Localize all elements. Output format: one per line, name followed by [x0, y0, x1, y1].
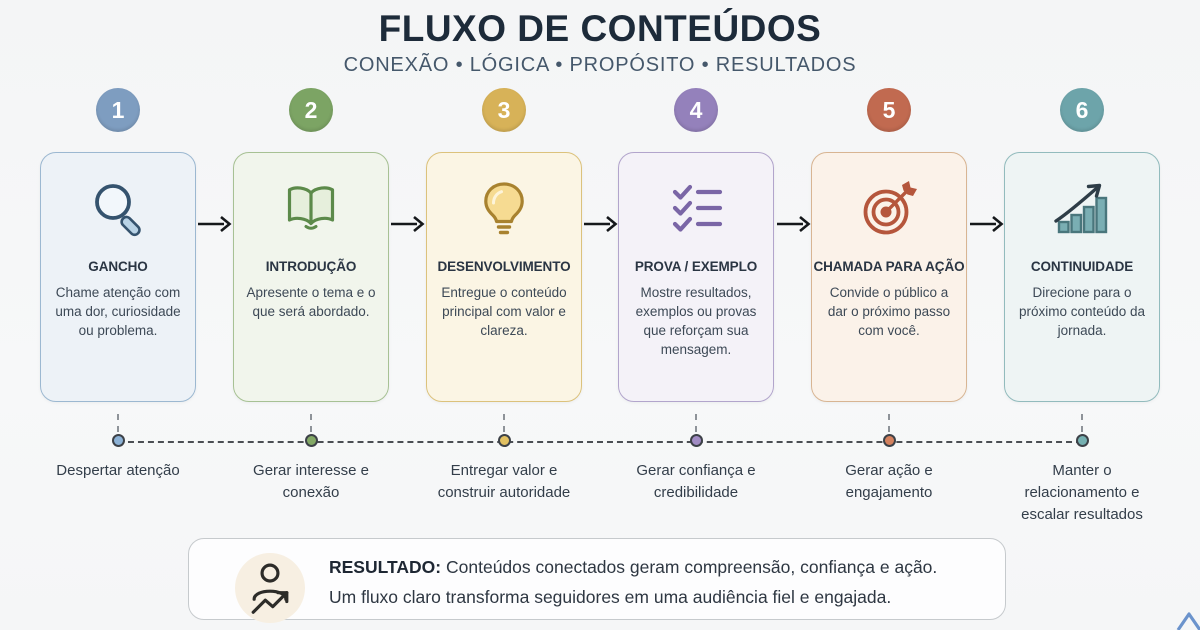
- magnifier-icon: [95, 184, 141, 237]
- step-title: INTRODUÇÃO: [265, 259, 357, 274]
- step-title: DESENVOLVIMENTO: [437, 259, 571, 274]
- open-book-icon: [287, 186, 335, 230]
- step-number-badge: 1: [96, 88, 140, 132]
- step-title: CONTINUIDADE: [1030, 259, 1134, 274]
- step-number-badge: 6: [1060, 88, 1104, 132]
- lightbulb-icon: [484, 182, 524, 235]
- growth-chart-icon: [1054, 183, 1108, 234]
- step-title: PROVA / EXEMPLO: [634, 259, 758, 274]
- step-column-desenvolvimento: 3 DESENVOLVIMENTO Entregue o conteúdo pr…: [426, 88, 582, 504]
- step-number-badge: 4: [674, 88, 718, 132]
- step-number-badge: 5: [867, 88, 911, 132]
- result-text: RESULTADO: Conteúdos conectados geram co…: [329, 552, 989, 612]
- page-subtitle: CONEXÃO • LÓGICA • PROPÓSITO • RESULTADO…: [343, 54, 857, 76]
- timeline-dot: [1075, 434, 1089, 447]
- target-icon: [863, 181, 917, 235]
- timeline-connector: [503, 414, 505, 432]
- flow-arrow-icon: [970, 215, 1004, 233]
- step-number-badge: 3: [482, 88, 526, 132]
- timeline-dot: [497, 434, 511, 447]
- watermark-caret-icon: [1176, 612, 1200, 630]
- timeline-connector: [117, 414, 119, 432]
- outcome-label: Gerar ação e engajamento: [845, 462, 933, 501]
- step-column-continuidade: 6 CONTINUIDADE Direcione para o próximo …: [1004, 88, 1160, 525]
- flow-arrow-icon: [584, 215, 618, 233]
- step-column-prova: 4 PROVA / EXEMPLO Mostre resultados, exe…: [618, 88, 774, 504]
- page-title: FLUXO DE CONTEÚDOS: [378, 8, 822, 49]
- step-description: Convide o público a dar o próximo passo …: [827, 285, 951, 339]
- timeline-dot: [304, 434, 318, 447]
- step-description: Direcione para o próximo conteúdo da jor…: [1018, 285, 1146, 339]
- step-description: Chame atenção com uma dor, curiosidade o…: [55, 285, 181, 339]
- outcome-label: Despertar atenção: [56, 462, 180, 479]
- result-line2: Um fluxo claro transforma seguidores em …: [329, 587, 892, 607]
- step-column-introducao: 2 INTRODUÇÃO Apresente o tema e o que se…: [233, 88, 389, 504]
- result-label: RESULTADO:: [329, 557, 442, 577]
- flow-arrow-icon: [777, 215, 811, 233]
- timeline-line: [118, 441, 1082, 443]
- outcome-label: Manter o relacionamento e escalar result…: [1021, 462, 1143, 523]
- result-icon-badge: [235, 553, 305, 623]
- timeline-connector: [310, 414, 312, 432]
- step-card: CHAMADA PARA AÇÃO Convide o público a da…: [811, 152, 967, 402]
- step-description: Mostre resultados, exemplos ou provas qu…: [635, 285, 757, 358]
- timeline-dot: [689, 434, 703, 447]
- timeline-dot: [882, 434, 896, 447]
- timeline-connector: [1081, 414, 1083, 432]
- step-column-gancho: 1 GANCHO Chame atenção com uma dor, curi…: [40, 88, 196, 482]
- timeline-dot: [111, 434, 125, 447]
- flow-arrow-icon: [198, 215, 232, 233]
- step-card: CONTINUIDADE Direcione para o próximo co…: [1004, 152, 1160, 402]
- result-box: RESULTADO: Conteúdos conectados geram co…: [188, 538, 1006, 623]
- step-title: GANCHO: [88, 259, 148, 274]
- step-card: INTRODUÇÃO Apresente o tema e o que será…: [233, 152, 389, 402]
- step-title: CHAMADA PARA AÇÃO: [813, 259, 965, 274]
- step-description: Apresente o tema e o que será abordado.: [246, 285, 376, 320]
- step-card: DESENVOLVIMENTO Entregue o conteúdo prin…: [426, 152, 582, 402]
- step-column-cta: 5 CHAMADA PARA AÇÃO Convide o público a …: [811, 88, 967, 504]
- step-card: GANCHO Chame atenção com uma dor, curios…: [40, 152, 196, 402]
- outcome-label: Gerar confiança e credibilidade: [636, 462, 756, 501]
- step-card: PROVA / EXEMPLO Mostre resultados, exemp…: [618, 152, 774, 402]
- person-growth-icon: [251, 563, 289, 614]
- outcome-label: Entregar valor e construir autoridade: [437, 462, 571, 501]
- flow-arrow-icon: [391, 215, 425, 233]
- checklist-icon: [672, 184, 723, 232]
- timeline-connector: [888, 414, 890, 432]
- timeline-connector: [695, 414, 697, 432]
- outcome-label: Gerar interesse e conexão: [253, 462, 369, 501]
- step-description: Entregue o conteúdo principal com valor …: [441, 285, 567, 339]
- result-line1: Conteúdos conectados geram compreensão, …: [446, 557, 938, 577]
- step-number-badge: 2: [289, 88, 333, 132]
